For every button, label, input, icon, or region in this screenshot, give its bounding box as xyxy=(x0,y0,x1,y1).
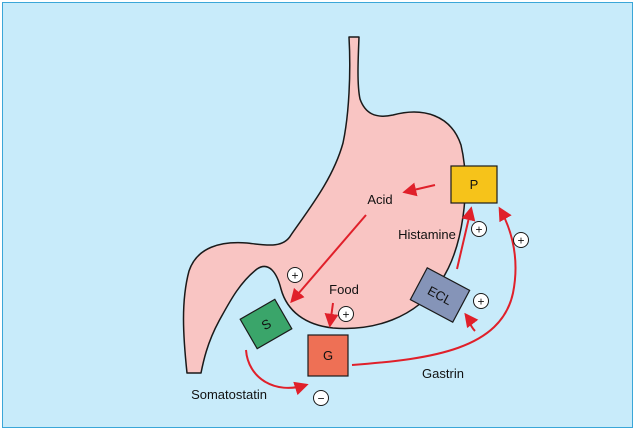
svg-text:+: + xyxy=(475,223,482,237)
stomach xyxy=(184,37,466,373)
svg-text:+: + xyxy=(342,308,349,322)
g-cell-label: G xyxy=(323,348,333,363)
arrow-s-to-g xyxy=(246,350,306,388)
arrow-gastrin-to-ecl xyxy=(466,315,475,331)
plus-sign-histamine: + xyxy=(472,222,487,237)
gastrin-label: Gastrin xyxy=(422,366,464,381)
plus-sign-gastrin-ecl: + xyxy=(474,294,489,309)
plus-sign-s: + xyxy=(288,268,303,283)
p-cell-label: P xyxy=(470,177,479,192)
minus-sign-somatostatin: − xyxy=(314,391,329,406)
svg-text:+: + xyxy=(517,234,524,248)
svg-text:+: + xyxy=(477,295,484,309)
somatostatin-label: Somatostatin xyxy=(191,387,267,402)
diagram-panel: P ECL S G Acid Histamine Food Gastrin So… xyxy=(2,2,633,428)
stomach-diagram: P ECL S G Acid Histamine Food Gastrin So… xyxy=(3,3,632,427)
food-label: Food xyxy=(329,282,359,297)
plus-sign-gastrin-p: + xyxy=(514,233,529,248)
histamine-label: Histamine xyxy=(398,227,456,242)
plus-sign-food: + xyxy=(339,307,354,322)
svg-text:−: − xyxy=(317,392,324,406)
acid-label: Acid xyxy=(367,192,392,207)
svg-text:+: + xyxy=(291,269,298,283)
